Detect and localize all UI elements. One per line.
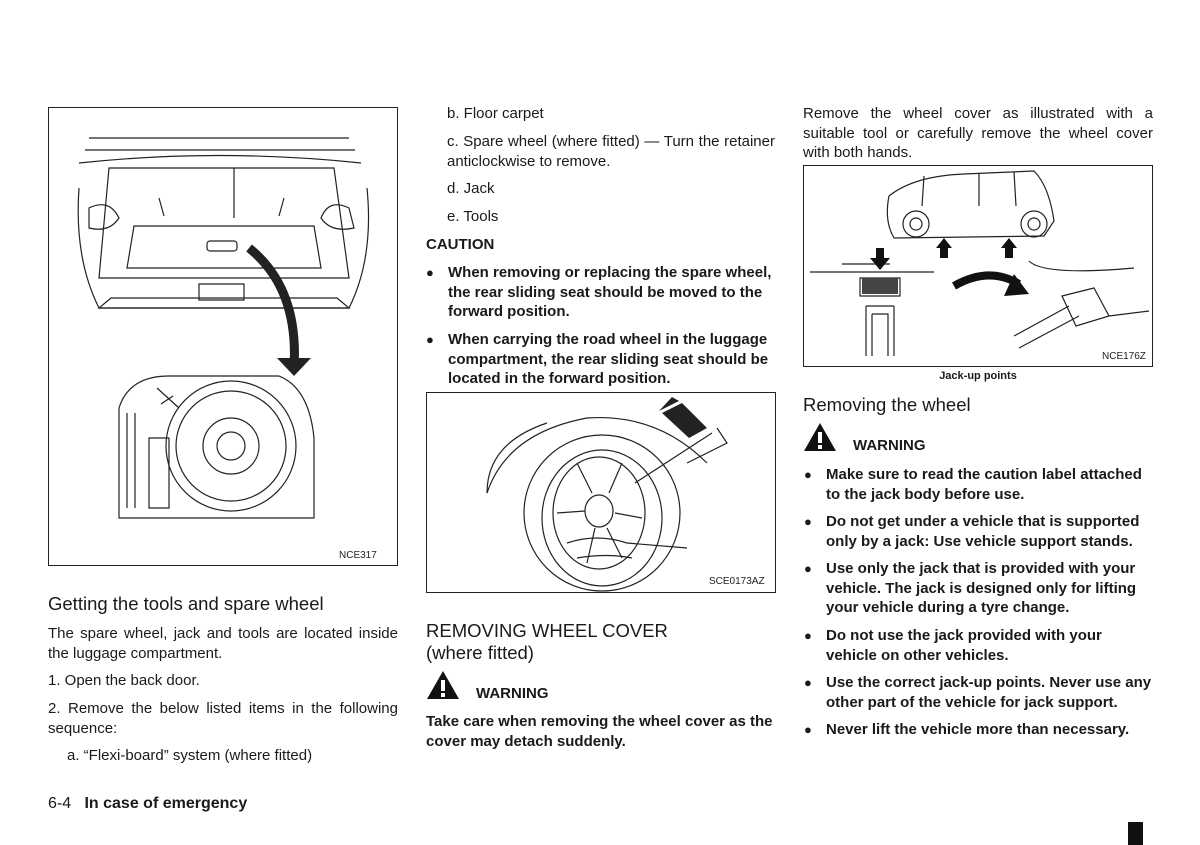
caution-title: CAUTION — [426, 236, 495, 253]
step-2a: a. “Flexi-board” system (where fitted) — [67, 747, 313, 764]
chapter-tab-marker — [1128, 822, 1143, 845]
warning-icon — [804, 423, 836, 451]
step-2: 2. Remove the below listed items in the … — [48, 700, 398, 737]
section-title-removing-wheel-cover: REMOVING WHEEL COVER — [426, 620, 668, 641]
heading-removing-wheel: Removing the wheel — [803, 394, 971, 415]
wheel-cover-illustration: SCE0173AZ — [486, 397, 765, 592]
caution-item: When carrying the road wheel in the lugg… — [426, 330, 776, 389]
warning-item: Make sure to read the caution label atta… — [804, 465, 1153, 504]
warning-label: WARNING — [476, 685, 549, 702]
warning-icon — [427, 671, 459, 699]
warning-item: Do not get under a vehicle that is suppo… — [804, 512, 1153, 551]
jack-up-points-caption: Jack-up points — [939, 370, 1017, 382]
jack-up-points-illustration: NCE176Z — [810, 170, 1150, 362]
wheel-cover-intro: Remove the wheel cover as illustrated wi… — [803, 105, 1153, 161]
jack-figure-code: NCE176Z — [1102, 351, 1146, 362]
page-footer: 6-4 In case of emergency — [48, 795, 247, 813]
step-2d: d. Jack — [447, 180, 495, 197]
caution-item: When removing or replacing the spare whe… — [426, 263, 776, 322]
page-number: 6-4 — [48, 795, 72, 812]
warning-item: Use the correct jack-up points. Never us… — [804, 673, 1153, 712]
jack-up-points-figure: NCE176Z — [803, 165, 1153, 367]
step-2c: c. Spare wheel (where fitted) — Turn the… — [447, 133, 775, 170]
luggage-compartment-illustration: NCE317 — [77, 137, 377, 561]
step-2e: e. Tools — [447, 208, 499, 225]
section-subtitle: (where fitted) — [426, 642, 534, 663]
warning-item: Never lift the vehicle more than necessa… — [804, 720, 1153, 740]
footer-section-title: In case of emergency — [84, 795, 248, 812]
step-2b: b. Floor carpet — [447, 105, 544, 122]
warning-item: Use only the jack that is provided with … — [804, 559, 1153, 618]
heading-tools-spare-wheel: Getting the tools and spare wheel — [48, 593, 324, 614]
luggage-figure-code: NCE317 — [339, 550, 377, 561]
wheel-cover-figure-code: SCE0173AZ — [709, 576, 765, 587]
warning-item: Do not use the jack provided with your v… — [804, 626, 1153, 665]
step-1: 1. Open the back door. — [48, 672, 200, 689]
tools-intro: The spare wheel, jack and tools are loca… — [48, 625, 398, 662]
luggage-compartment-figure: NCE317 — [48, 107, 398, 566]
wheel-cover-figure: SCE0173AZ — [426, 392, 776, 593]
warning-label: WARNING — [853, 437, 926, 454]
wheel-cover-warning-text: Take care when removing the wheel cover … — [426, 713, 773, 750]
